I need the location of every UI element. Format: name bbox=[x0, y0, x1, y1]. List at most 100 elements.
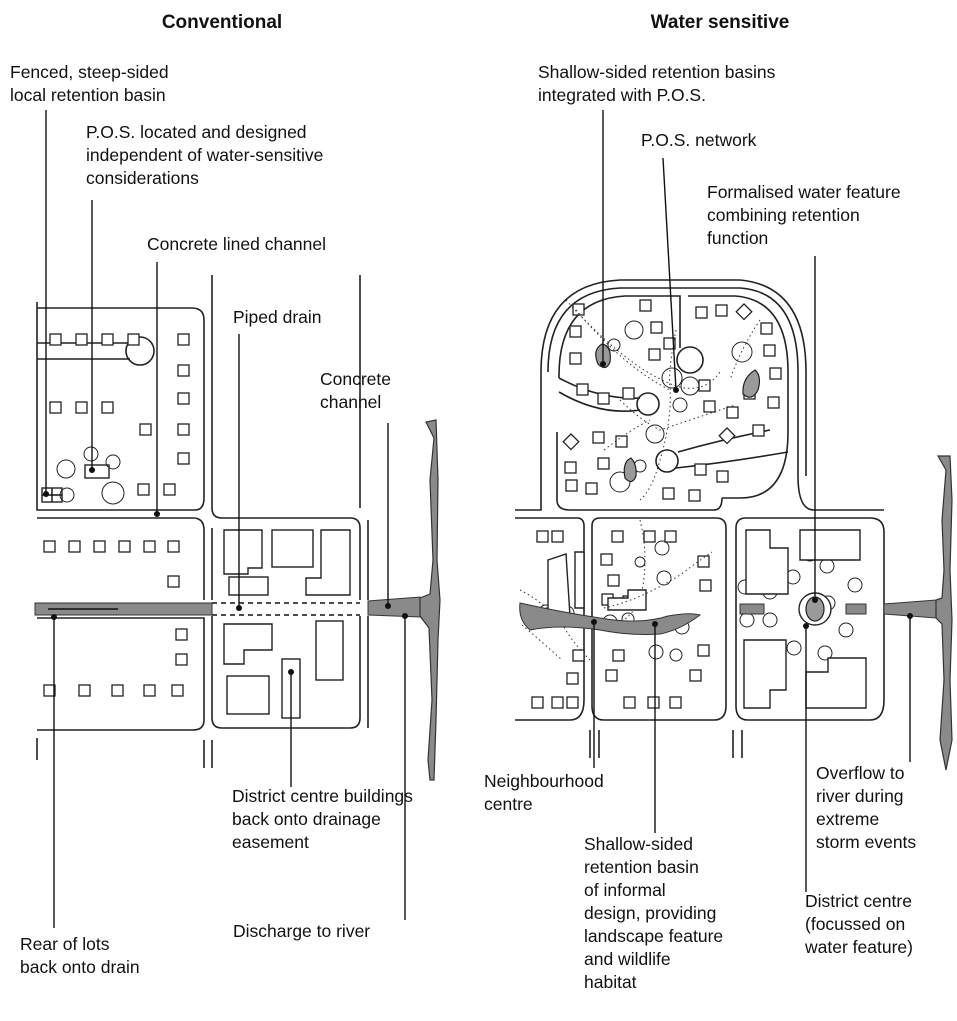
road-inner-east bbox=[688, 295, 789, 499]
road-block-centre bbox=[591, 517, 727, 721]
residential-lots bbox=[43, 333, 190, 697]
road-vertical-a bbox=[211, 275, 223, 519]
label-overflow-line: Overflow to bbox=[816, 763, 905, 783]
river-water-sensitive bbox=[935, 455, 953, 771]
concrete-channel bbox=[367, 596, 421, 618]
label-pos-independent-line: independent of water-sensitive bbox=[86, 145, 323, 165]
road-inner-south bbox=[556, 432, 723, 511]
anchor-dot-pos-independent bbox=[89, 467, 95, 473]
label-overflow-line: extreme bbox=[816, 809, 879, 829]
leader-lines bbox=[43, 110, 913, 928]
road-stubs-bottom bbox=[36, 738, 213, 768]
label-rear-of-lots-line: back onto drain bbox=[20, 957, 140, 977]
label-pos-independent: P.O.S. located and designed independent o… bbox=[86, 122, 323, 188]
anchor-dot-concrete-channel bbox=[385, 603, 391, 609]
anchor-dot-district-centre bbox=[803, 623, 809, 629]
water-channel-e bbox=[845, 603, 867, 615]
label-district-buildings: District centre buildings back onto drain… bbox=[232, 786, 413, 852]
road-block-upper-left bbox=[36, 302, 205, 511]
label-district-centre-line: water feature) bbox=[804, 937, 913, 957]
label-neighbourhood-centre: Neighbourhood centre bbox=[484, 771, 604, 814]
label-district-buildings-line: easement bbox=[232, 832, 309, 852]
trees-water-sensitive bbox=[538, 320, 863, 662]
label-pos-network-line: P.O.S. network bbox=[641, 130, 757, 150]
cul-de-sacs bbox=[558, 346, 789, 473]
label-pos-independent-line: P.O.S. located and designed bbox=[86, 122, 307, 142]
label-district-buildings-line: back onto drainage bbox=[232, 809, 381, 829]
label-shallow-informal-basin-line: retention basin bbox=[584, 857, 699, 877]
label-neighbourhood-centre-line: centre bbox=[484, 794, 533, 814]
district-centre-water-sensitive bbox=[739, 529, 867, 709]
label-concrete-channel-line: channel bbox=[320, 392, 381, 412]
water-channel-w bbox=[739, 603, 765, 615]
anchor-dot-concrete-lined-channel bbox=[154, 511, 160, 517]
water-sensitive-plan bbox=[515, 279, 953, 771]
label-concrete-channel: Concrete channel bbox=[320, 369, 391, 412]
label-district-centre: District centre (focussed on water feature… bbox=[804, 891, 913, 957]
pos-area bbox=[84, 464, 110, 479]
label-formalised-feature-line: combining retention bbox=[707, 205, 860, 225]
road-block-lower-left bbox=[37, 617, 205, 731]
road-district-block bbox=[211, 517, 361, 729]
label-shallow-basins: Shallow-sided retention basins integrated… bbox=[538, 62, 776, 105]
leader-pos-network bbox=[662, 157, 677, 391]
piped-drain bbox=[212, 602, 360, 616]
label-shallow-informal-basin-line: design, providing bbox=[584, 903, 716, 923]
label-shallow-informal-basin-line: of informal bbox=[584, 880, 666, 900]
conventional-plan bbox=[34, 275, 441, 781]
label-shallow-informal-basin-line: habitat bbox=[584, 972, 637, 992]
retention-basin-ne bbox=[742, 369, 761, 398]
label-overflow-line: river during bbox=[816, 786, 904, 806]
label-pos-network: P.O.S. network bbox=[641, 130, 757, 150]
label-formalised-feature-line: function bbox=[707, 228, 768, 248]
anchor-dot-overflow bbox=[907, 613, 913, 619]
anchor-dot-fenced-basin bbox=[43, 491, 49, 497]
label-shallow-informal-basin-line: landscape feature bbox=[584, 926, 723, 946]
anchor-dot-shallow-basins bbox=[600, 361, 606, 367]
label-neighbourhood-centre-line: Neighbourhood bbox=[484, 771, 604, 791]
label-district-centre-line: District centre bbox=[805, 891, 912, 911]
label-district-centre-line: (focussed on bbox=[805, 914, 905, 934]
anchor-dot-pos-network bbox=[673, 387, 679, 393]
retention-basin-s bbox=[623, 457, 637, 483]
label-shallow-informal-basin-line: Shallow-sided bbox=[584, 834, 693, 854]
label-piped-drain-line: Piped drain bbox=[233, 307, 322, 327]
label-concrete-channel-line: Concrete bbox=[320, 369, 391, 389]
label-rear-of-lots-line: Rear of lots bbox=[20, 934, 110, 954]
label-formalised-feature: Formalised water feature combining retent… bbox=[707, 182, 901, 248]
label-fenced-basin-line: Fenced, steep-sided bbox=[10, 62, 169, 82]
label-discharge-to-river: Discharge to river bbox=[233, 921, 370, 941]
road-outer-north-2 bbox=[540, 279, 807, 476]
label-district-buildings-line: District centre buildings bbox=[232, 786, 413, 806]
anchor-dot-shallow-informal-basin bbox=[652, 621, 658, 627]
road-outer-west bbox=[515, 372, 542, 511]
road-block-neighbourhood bbox=[515, 517, 585, 721]
label-shallow-basins-line: Shallow-sided retention basins bbox=[538, 62, 776, 82]
label-piped-drain: Piped drain bbox=[233, 307, 322, 327]
heading-conventional: Conventional bbox=[162, 12, 282, 33]
anchor-dot-neighbourhood-centre bbox=[591, 619, 597, 625]
anchor-dot-rear-of-lots bbox=[51, 614, 57, 620]
label-rear-of-lots: Rear of lots back onto drain bbox=[20, 934, 140, 977]
road-outer-north bbox=[547, 287, 884, 511]
heading-water-sensitive: Water sensitive bbox=[651, 12, 790, 33]
label-formalised-feature-line: Formalised water feature bbox=[707, 182, 901, 202]
trees-conventional bbox=[56, 446, 125, 505]
anchor-dot-piped-drain bbox=[236, 605, 242, 611]
label-pos-independent-line: considerations bbox=[86, 168, 199, 188]
road-stubs-bottom-right bbox=[589, 730, 743, 758]
road-block-district bbox=[735, 517, 885, 721]
river-conventional bbox=[419, 419, 441, 781]
anchor-dot-formalised-feature bbox=[812, 597, 818, 603]
anchor-dot-discharge-to-river bbox=[402, 613, 408, 619]
label-overflow-line: storm events bbox=[816, 832, 916, 852]
label-concrete-lined-channel-line: Concrete lined channel bbox=[147, 234, 326, 254]
label-shallow-basins-line: integrated with P.O.S. bbox=[538, 85, 706, 105]
label-overflow: Overflow to river during extreme storm even… bbox=[816, 763, 916, 852]
district-centre-buildings bbox=[223, 529, 351, 719]
label-shallow-informal-basin: Shallow-sided retention basin of informal d… bbox=[584, 834, 723, 992]
